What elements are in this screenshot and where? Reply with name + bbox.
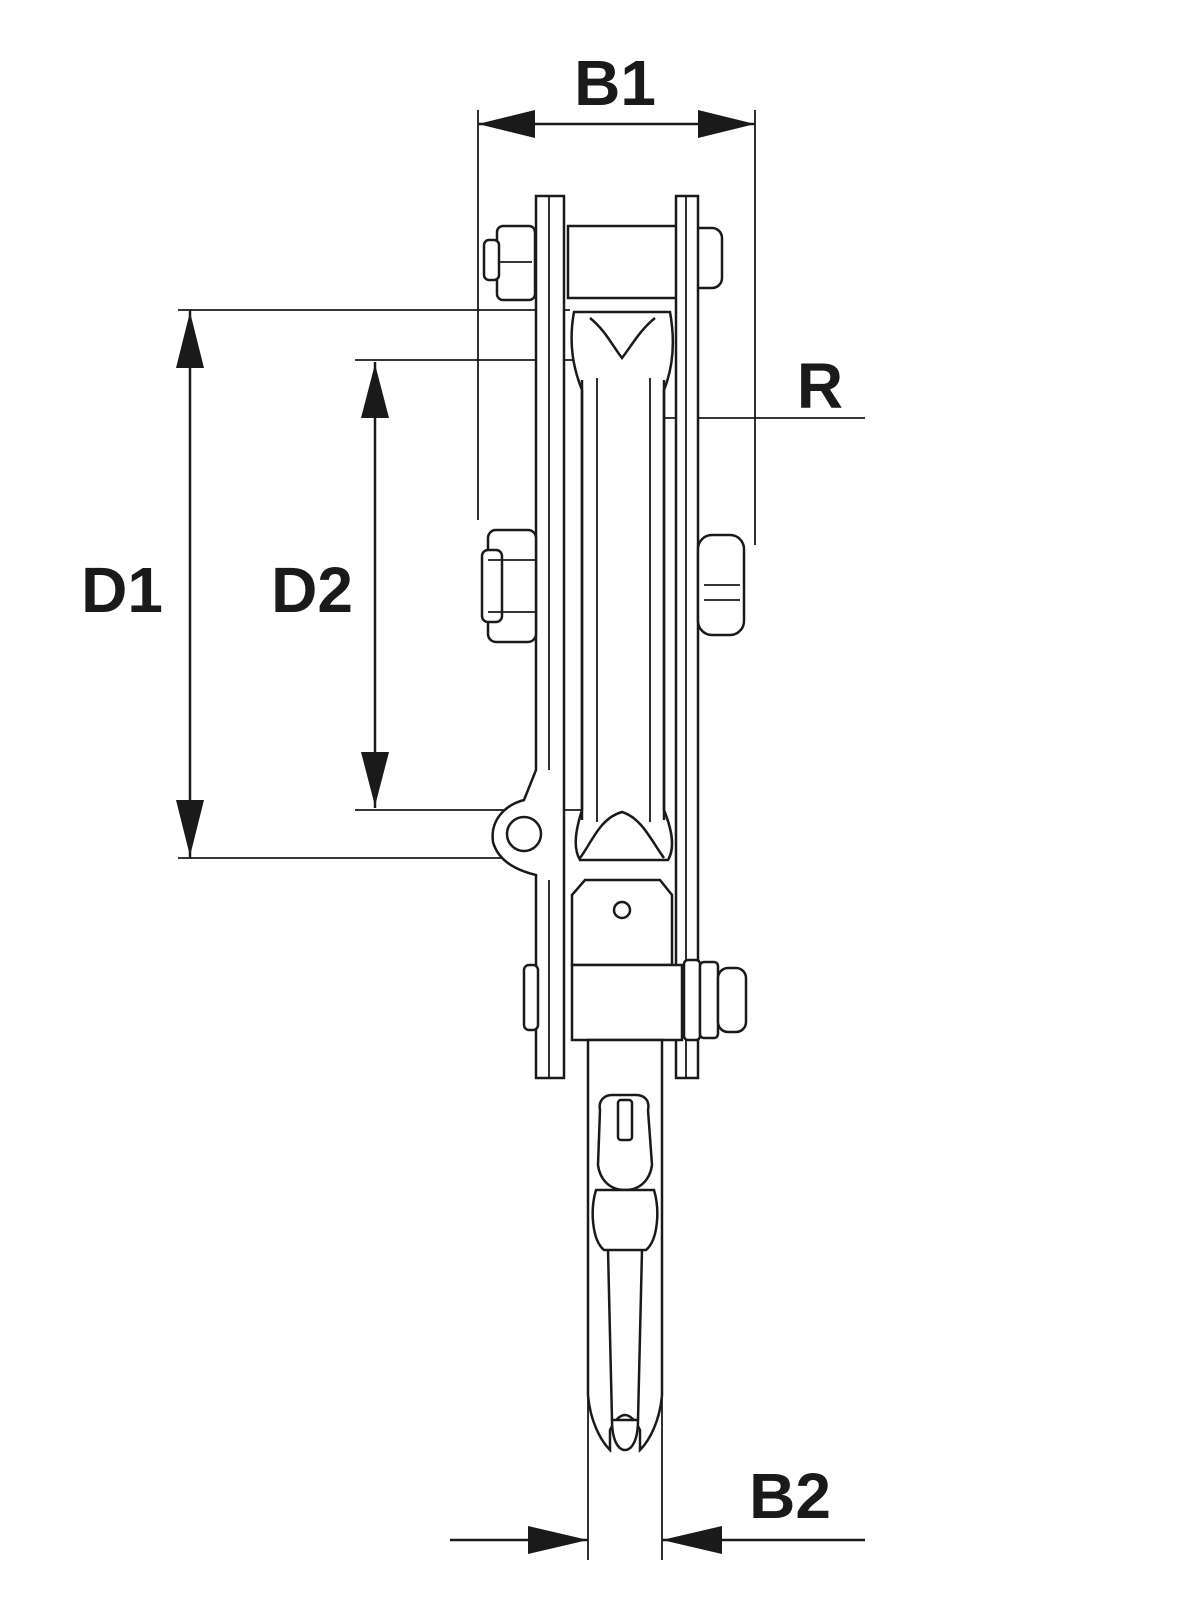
d2-label: D2	[271, 554, 353, 626]
d2-arrow-top	[361, 364, 389, 418]
b1-arrow-left	[478, 110, 535, 138]
r-label: R	[797, 350, 843, 422]
sheave	[570, 310, 675, 862]
d1-arrow-bottom	[176, 800, 204, 856]
d2-arrow-bottom	[361, 752, 389, 806]
left-side-plate	[491, 194, 566, 1080]
hook-shank	[586, 1038, 664, 1454]
d1-arrow-top	[176, 312, 204, 368]
right-side-plate	[674, 194, 700, 1080]
b2-arrow-right	[662, 1526, 722, 1554]
middle-right-nut	[696, 533, 746, 637]
swivel-housing	[522, 878, 748, 1042]
d1-label: D1	[81, 554, 163, 626]
b2-label: B2	[749, 1460, 831, 1532]
hinge-pin	[505, 815, 543, 853]
b2-arrow-left	[528, 1526, 588, 1554]
dimension-d2: D2	[271, 359, 650, 811]
middle-left-nut	[480, 528, 538, 644]
b1-arrow-right	[698, 110, 755, 138]
dimension-d1: D1	[81, 309, 570, 859]
top-axle-bolt	[482, 224, 724, 302]
b1-label: B1	[574, 47, 656, 119]
dimension-b1: B1	[477, 47, 756, 545]
